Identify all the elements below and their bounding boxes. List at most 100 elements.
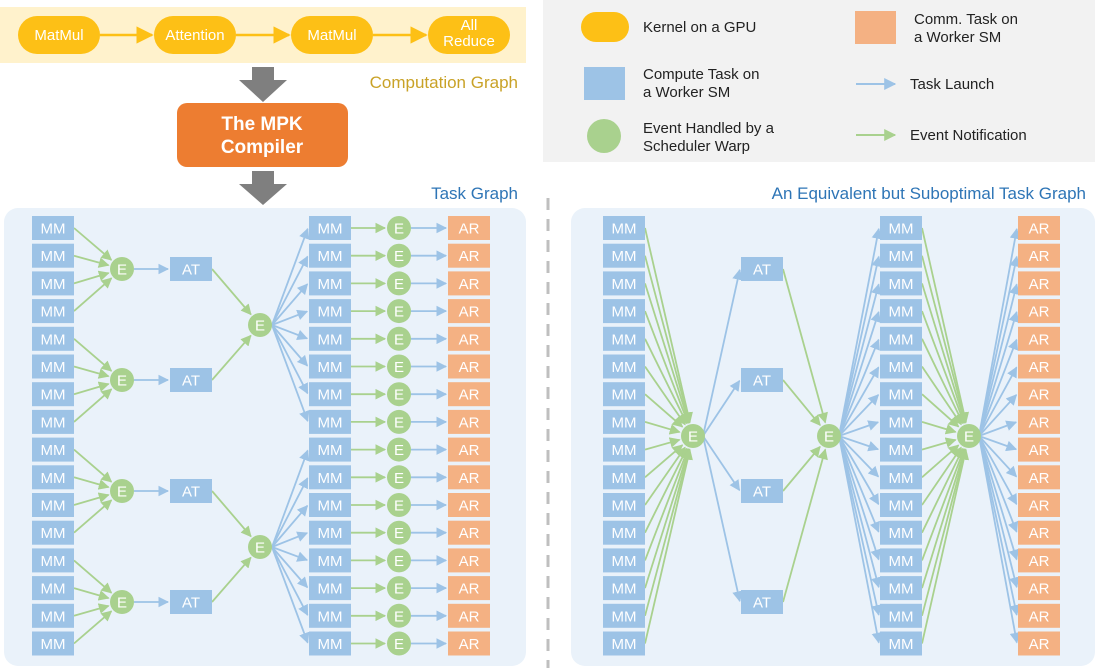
event-node [387, 326, 411, 351]
allreduce-task-label: AR [1029, 608, 1050, 625]
task-launch-edge [978, 338, 1019, 437]
matmul-task [603, 548, 645, 573]
matmul-task [603, 326, 645, 351]
task-graph-title: Task Graph [431, 184, 518, 203]
matmul-task-label: MM [889, 414, 914, 431]
attention-task-label: AT [753, 595, 771, 612]
matmul-task [603, 437, 645, 462]
allreduce-task [448, 299, 490, 324]
matmul-task [603, 493, 645, 517]
allreduce-task [448, 271, 490, 296]
task-launch-edge [978, 435, 1020, 589]
event-notification-edge [782, 448, 828, 603]
event-notification-edge [73, 559, 113, 594]
matmul-task-label: MM [318, 276, 343, 293]
task-launch-edge [838, 338, 880, 437]
matmul-task [32, 603, 74, 628]
matmul-task-label: MM [889, 636, 914, 653]
task-launch-edge [702, 379, 741, 437]
kernel-label: Attention [165, 27, 224, 44]
matmul-task-label: MM [318, 525, 343, 542]
matmul-task-label: MM [41, 636, 66, 653]
task-launch-edge [271, 324, 309, 367]
task-launch-edge [271, 546, 310, 644]
matmul-task [32, 520, 74, 545]
matmul-task-label: MM [612, 498, 637, 515]
allreduce-task [448, 548, 490, 573]
matmul-task [32, 326, 74, 351]
event-node [681, 424, 705, 448]
event-notification-edge [644, 437, 681, 451]
matmul-task [309, 382, 351, 407]
allreduce-task [448, 437, 490, 462]
matmul-task [32, 548, 74, 573]
event-notification-edge [644, 365, 686, 426]
event-node [387, 354, 411, 379]
matmul-task [880, 576, 922, 601]
down-arrow-icon [239, 67, 287, 102]
event-node-label: E [255, 540, 265, 557]
event-node [957, 424, 981, 448]
matmul-task [880, 271, 922, 296]
event-notification-edge [921, 283, 968, 424]
allreduce-task-label: AR [459, 498, 480, 515]
allreduce-task-label: AR [459, 331, 480, 348]
event-node-label: E [255, 318, 265, 335]
matmul-task-label: MM [318, 221, 343, 238]
computation-graph-title: Computation Graph [370, 73, 518, 92]
task-launch-edge [271, 477, 309, 548]
allreduce-task [448, 493, 490, 517]
attention-task-label: AT [182, 262, 200, 279]
matmul-task-label: MM [889, 221, 914, 238]
event-notification-edge [73, 492, 110, 506]
kernel-label: MatMul [307, 27, 356, 44]
allreduce-task [448, 354, 490, 379]
legend-comm-swatch [855, 11, 896, 44]
legend-notify-label: Event Notification [910, 127, 1027, 144]
task-launch-edge [271, 324, 310, 422]
attention-task-label: AT [182, 373, 200, 390]
allreduce-task [1018, 603, 1060, 628]
allreduce-task [448, 409, 490, 434]
allreduce-task [448, 243, 490, 268]
event-node [387, 548, 411, 573]
task-launch-edge [838, 435, 882, 589]
event-node [387, 493, 411, 517]
matmul-task [880, 493, 922, 517]
matmul-task-label: MM [889, 470, 914, 487]
matmul-task-label: MM [612, 442, 637, 459]
task-launch-edge [271, 324, 309, 395]
task-launch-edge [978, 435, 1018, 452]
allreduce-task-label: AR [459, 442, 480, 459]
matmul-task [880, 409, 922, 434]
matmul-task-label: MM [41, 221, 66, 238]
matmul-task-label: MM [41, 581, 66, 598]
event-notification-edge [211, 334, 252, 381]
task-launch-edge [838, 435, 880, 452]
matmul-task-label: MM [41, 525, 66, 542]
event-node-label: E [117, 484, 127, 501]
matmul-task [880, 437, 922, 462]
matmul-task [603, 576, 645, 601]
event-node [387, 299, 411, 324]
allreduce-task [448, 382, 490, 407]
allreduce-task [1018, 631, 1060, 656]
event-notification-edge [644, 421, 681, 435]
task-launch-edge [271, 324, 309, 341]
event-node [387, 437, 411, 462]
matmul-task-label: MM [318, 636, 343, 653]
matmul-task [880, 299, 922, 324]
matmul-task [309, 465, 351, 490]
event-node-label: E [688, 429, 698, 446]
allreduce-task [448, 631, 490, 656]
event-notification-edge [73, 603, 110, 617]
event-notification-edge [73, 381, 110, 396]
matmul-task-label: MM [41, 304, 66, 321]
matmul-task-label: MM [612, 276, 637, 293]
event-node-label: E [394, 276, 404, 293]
event-notification-edge [921, 365, 962, 426]
